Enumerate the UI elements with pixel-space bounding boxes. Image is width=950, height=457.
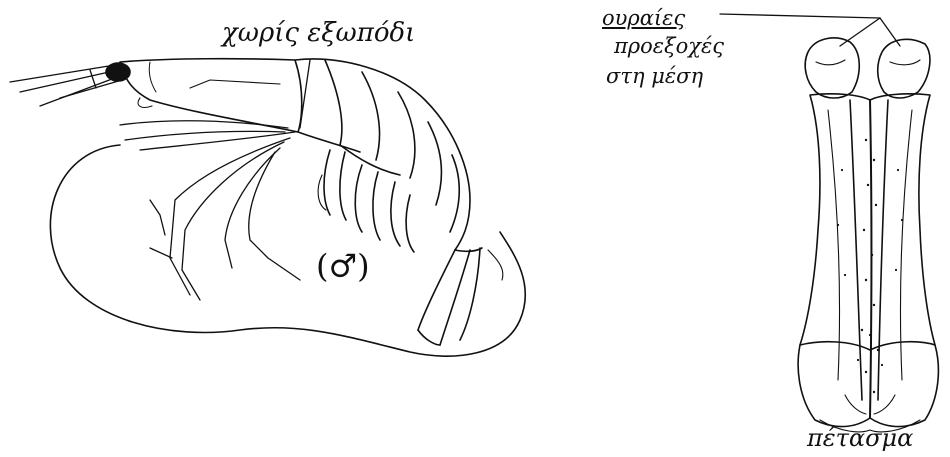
- tail-fan: [418, 248, 503, 345]
- shrimp-drawing: [10, 59, 525, 356]
- label-exopod: χωρίς εξωπόδι: [222, 20, 415, 46]
- petasma-body: [798, 94, 938, 427]
- top-lobe-right: [878, 39, 930, 98]
- label-male-symbol: (♂): [316, 250, 370, 282]
- label-petasma: πέτασμα: [807, 426, 913, 450]
- pointer-line-tail: [720, 14, 900, 46]
- walking-legs: [120, 121, 300, 300]
- pleopods: [318, 150, 414, 252]
- petasma-drawing: [720, 14, 938, 432]
- antennae: [10, 65, 122, 106]
- label-tail-projections-line1: ουραίες: [602, 8, 685, 29]
- label-tail-projections-line2: προεξοχές: [614, 36, 724, 57]
- top-lobe-left: [805, 38, 859, 98]
- abdomen-segments: [295, 59, 470, 250]
- label-tail-projections-line3: στη μέση: [606, 66, 703, 87]
